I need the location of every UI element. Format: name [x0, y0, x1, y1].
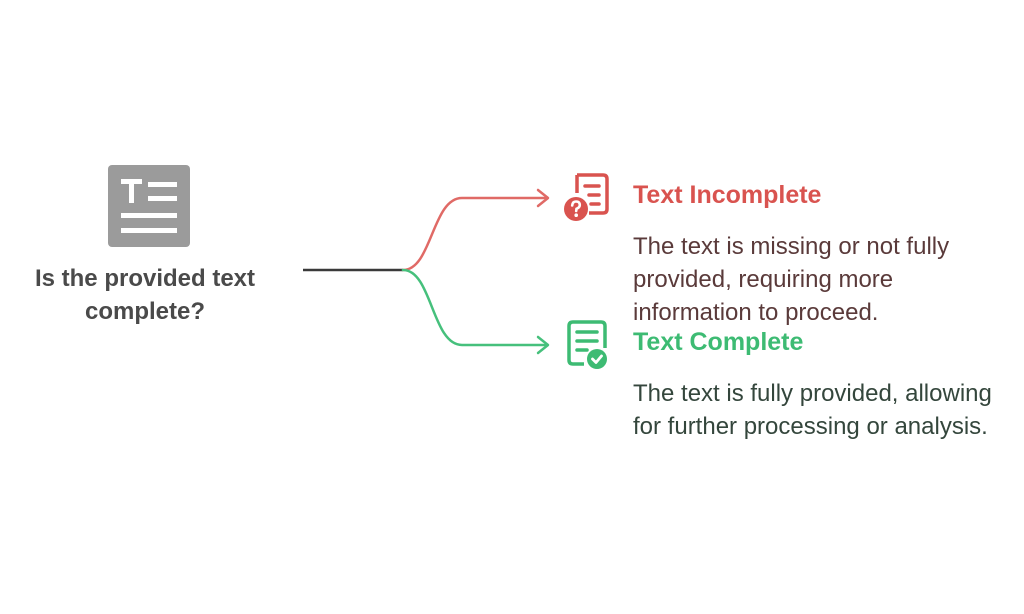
decision-question: Is the provided text complete? — [34, 265, 256, 325]
incomplete-branch — [401, 196, 548, 272]
outcome-title-incomplete: Text Incomplete — [633, 181, 822, 209]
text-document-icon — [108, 165, 190, 247]
outcome-title-complete: Text Complete — [633, 328, 804, 356]
complete-arrowhead — [536, 335, 550, 355]
incomplete-arrowhead — [536, 188, 550, 208]
outcome-description-incomplete: The text is missing or not fully provide… — [633, 233, 950, 326]
complete-branch — [401, 268, 548, 347]
outcome-description-complete: The text is fully provided, allowing for… — [633, 380, 992, 440]
document-check-icon — [567, 320, 607, 369]
document-question-icon — [564, 173, 609, 221]
